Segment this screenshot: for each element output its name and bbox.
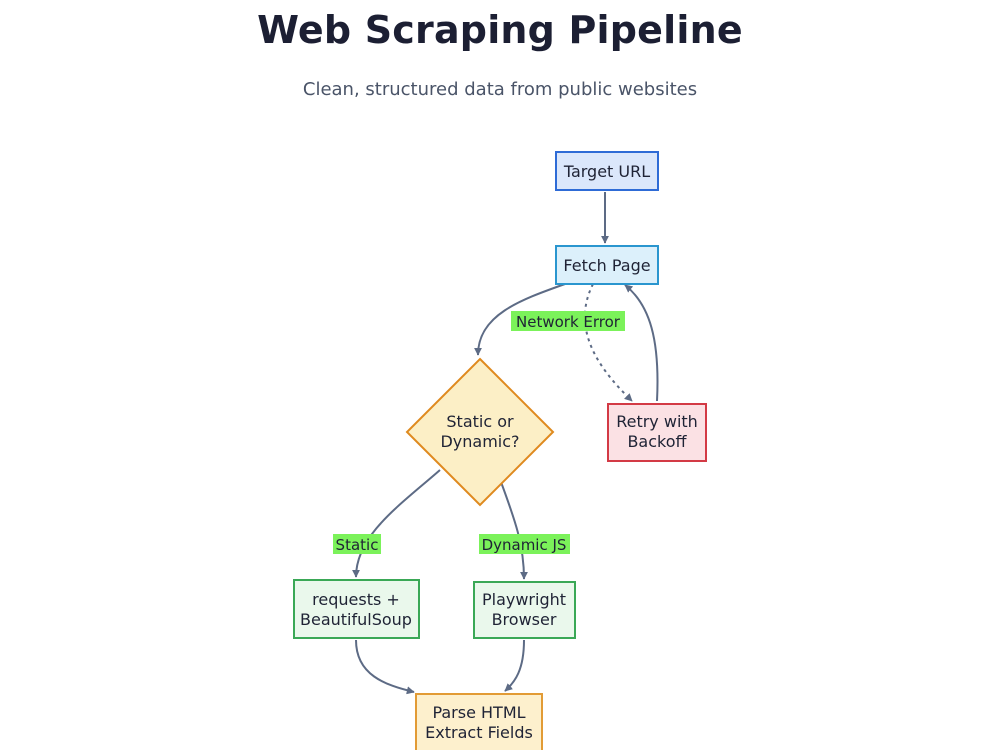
node-retry-label-line1: Retry with (616, 412, 698, 431)
node-retry: Retry with Backoff (607, 403, 707, 462)
edge-label-static-text: Static (336, 536, 379, 554)
edge-fetch-to-decision (474, 283, 566, 356)
edge-label-dynamic-js: Dynamic JS (479, 534, 570, 554)
node-target-url-label: Target URL (563, 162, 650, 181)
node-playwright: Playwright Browser (473, 581, 576, 639)
node-parse-label-line1: Parse HTML (432, 703, 525, 722)
page-title: Web Scraping Pipeline (257, 8, 743, 52)
node-target-url: Target URL (555, 151, 659, 191)
node-requests-label-line2: BeautifulSoup (300, 610, 412, 629)
edge-fetch-to-retry (583, 283, 633, 402)
edge-decision-to-requests (352, 469, 441, 578)
node-playwright-label-line1: Playwright (482, 590, 566, 609)
node-retry-label-line2: Backoff (627, 432, 687, 451)
edge-label-static: Static (333, 534, 381, 554)
node-fetch-page: Fetch Page (555, 245, 659, 285)
edge-playwright-to-parse (504, 639, 525, 692)
edge-decision-to-playwright (500, 481, 528, 580)
edges (352, 192, 659, 695)
edge-label-dynamic-js-text: Dynamic JS (482, 536, 567, 554)
edge-retry-to-fetch (624, 284, 659, 402)
node-decision: Static or Dynamic? (405, 357, 555, 507)
node-parse-label-line2: Extract Fields (425, 723, 533, 742)
node-playwright-label-line2: Browser (492, 610, 557, 629)
node-requests-label-line1: requests + (312, 590, 400, 609)
edge-label-network-error: Network Error (511, 311, 625, 331)
node-parse: Parse HTML Extract Fields (415, 693, 543, 750)
node-requests: requests + BeautifulSoup (293, 579, 420, 639)
node-fetch-page-label: Fetch Page (563, 256, 650, 275)
edge-label-network-error-text: Network Error (516, 313, 621, 331)
node-decision-label-line1: Static or (446, 412, 514, 431)
page-subtitle: Clean, structured data from public websi… (302, 79, 698, 100)
edge-requests-to-parse (355, 639, 415, 695)
node-decision-label-line2: Dynamic? (440, 432, 519, 451)
